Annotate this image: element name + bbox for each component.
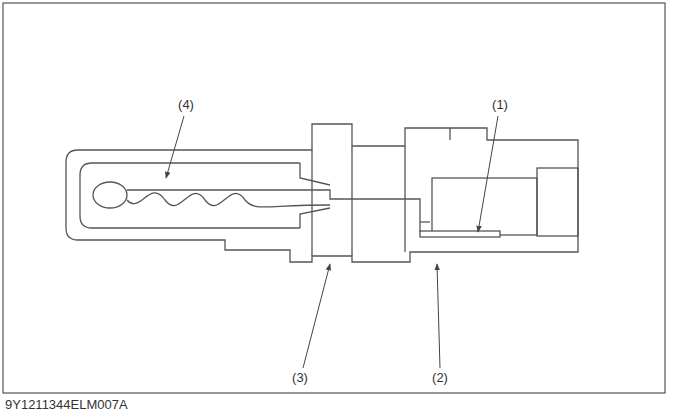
sensor-outline	[66, 124, 578, 262]
callout-number: (1)	[492, 97, 508, 112]
callout-number: (4)	[178, 97, 194, 112]
frame-border	[3, 3, 665, 393]
leader-lines	[166, 116, 498, 368]
callout-number: (3)	[292, 370, 308, 385]
callout-number: (2)	[432, 370, 448, 385]
figure-code: 9Y1211344ELM007A	[5, 397, 128, 412]
